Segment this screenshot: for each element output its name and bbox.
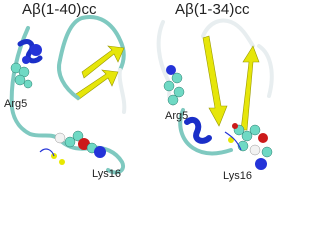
- beta-sheet-arrow-1: [81, 45, 125, 79]
- beta-sheet-arrow-2: [240, 45, 260, 131]
- panel-abeta-1-40: Aβ(1-40)cc: [0, 0, 142, 189]
- coil-left-strand: [156, 20, 175, 106]
- label-arg5: Arg5: [165, 110, 189, 122]
- panel-title-abeta-1-34: Aβ(1-34)cc: [175, 1, 250, 18]
- coil-backbone: [9, 26, 125, 175]
- structure-abeta-1-40: [9, 15, 127, 175]
- coil-connector: [57, 58, 80, 100]
- helix-blue: [17, 39, 43, 64]
- coil-bottom: [178, 108, 233, 156]
- panel-title-abeta-1-40: Aβ(1-40)cc: [22, 1, 97, 18]
- label-lys16: Lys16: [92, 168, 121, 180]
- helix-blue: [184, 116, 212, 144]
- coil-upper-loop: [58, 15, 126, 72]
- arg5-atoms: [163, 65, 185, 106]
- beta-sheet-arrow-1: [202, 35, 228, 127]
- label-arg5: Arg5: [4, 98, 28, 110]
- structure-abeta-1-34: [156, 18, 274, 170]
- arg5-atoms: [10, 44, 42, 89]
- label-lys16: Lys16: [223, 170, 252, 182]
- panel-abeta-1-34: Aβ(1-34)cc: [143, 0, 285, 189]
- beta-sheet-arrow-2: [75, 69, 119, 101]
- coil-top-loop: [201, 18, 255, 48]
- coil-right-hook: [257, 44, 274, 98]
- lys16-atoms: [39, 130, 106, 165]
- lys16-atoms: [224, 123, 273, 170]
- coil-white-segment: [117, 68, 127, 114]
